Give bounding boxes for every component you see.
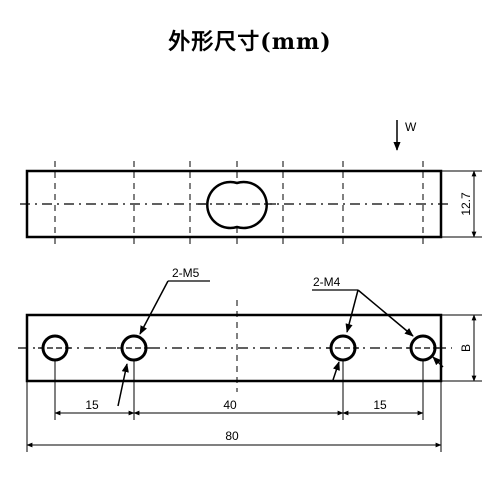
height-dim-label: 12.7 bbox=[459, 192, 473, 216]
m4-callout-label: 2-M4 bbox=[313, 275, 341, 289]
m5-hole-right bbox=[329, 334, 357, 362]
width-dimension bbox=[441, 314, 482, 382]
m5-callout-label: 2-M5 bbox=[172, 266, 200, 280]
m4-callout bbox=[312, 289, 444, 381]
height-dimension bbox=[441, 170, 482, 238]
drawing-title: 外形尺寸(mm) bbox=[168, 29, 332, 55]
dim-right-label: 15 bbox=[373, 398, 387, 412]
load-indicator: W bbox=[393, 120, 417, 151]
dim-left-label: 15 bbox=[85, 398, 99, 412]
m4-hole-left bbox=[41, 334, 69, 362]
side-view bbox=[20, 161, 448, 248]
m5-hole-left bbox=[120, 334, 148, 362]
top-view bbox=[18, 300, 452, 452]
load-label: W bbox=[405, 120, 417, 134]
binocular-hole bbox=[206, 180, 268, 230]
m4-hole-right bbox=[409, 334, 437, 362]
dim-total-label: 80 bbox=[225, 429, 239, 443]
dim-middle-label: 40 bbox=[223, 398, 237, 412]
m5-callout bbox=[117, 280, 210, 407]
width-dim-label: B bbox=[459, 344, 473, 352]
